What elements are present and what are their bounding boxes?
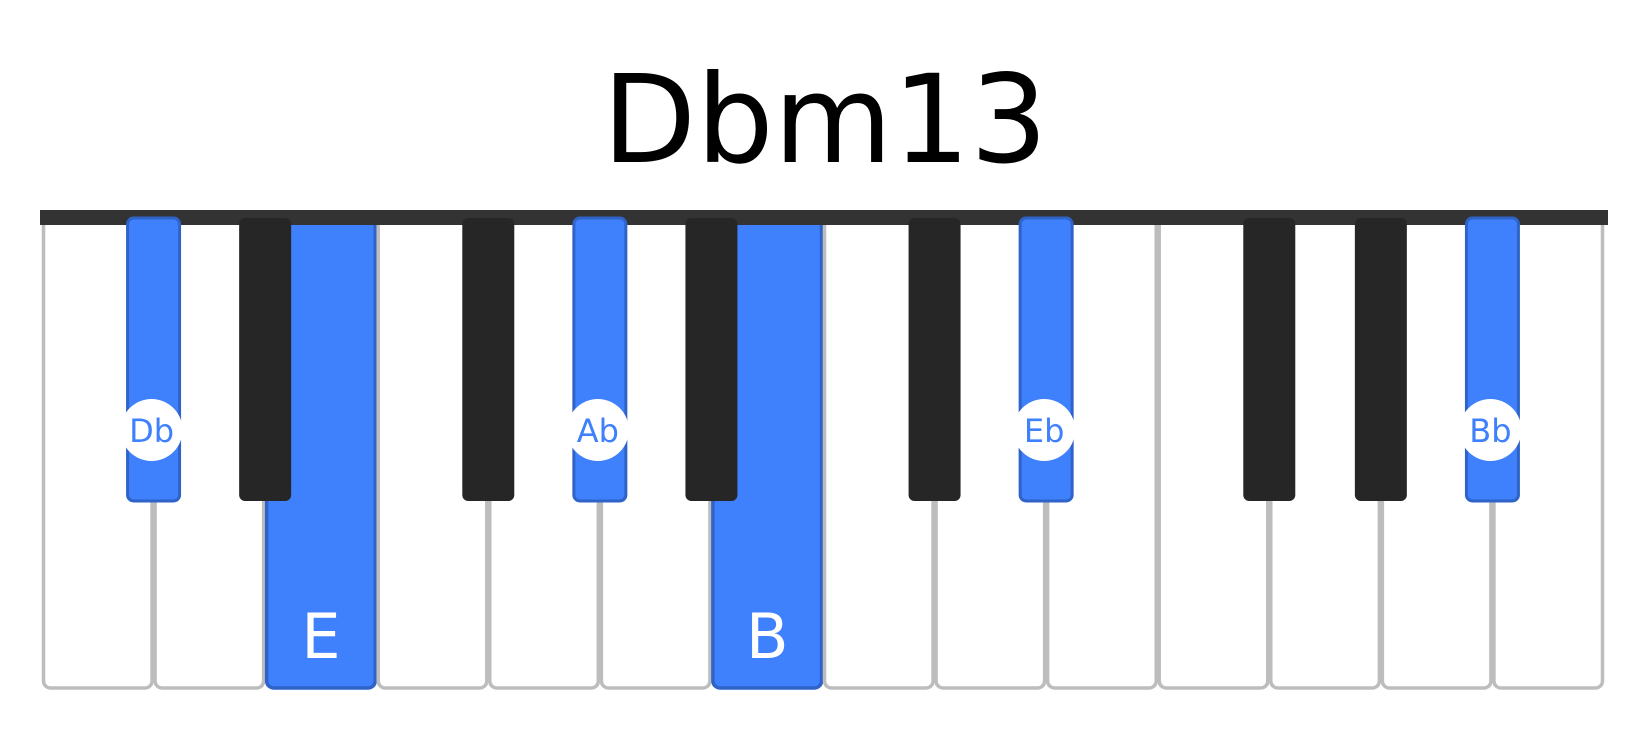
piano-keyboard: E B Db Ab Eb Bb <box>40 210 1608 690</box>
chord-title: Dbm13 <box>602 49 1047 191</box>
black-key-body <box>1354 218 1407 501</box>
black-key-bb: Bb <box>1459 216 1522 503</box>
black-key-body <box>239 218 292 501</box>
black-key-bb <box>685 218 738 501</box>
note-label: Ab <box>577 412 619 450</box>
black-key-body <box>685 218 738 501</box>
note-label: Eb <box>1024 412 1065 450</box>
keyboard-top-bar <box>40 210 1608 225</box>
black-keys: Db Ab Eb Bb <box>120 216 1522 503</box>
keyboard-top-bar-group <box>40 210 1608 225</box>
black-key-gb <box>462 218 515 501</box>
black-key-body <box>462 218 515 501</box>
black-key-ab <box>1354 218 1407 501</box>
note-label: E <box>301 600 340 673</box>
black-key-body <box>1243 218 1296 501</box>
note-label: Db <box>129 412 174 450</box>
black-key-eb: Eb <box>1013 216 1076 503</box>
black-key-body <box>908 218 961 501</box>
note-label: B <box>746 600 789 673</box>
black-key-ab: Ab <box>566 216 629 503</box>
black-key-db: Db <box>120 216 183 503</box>
black-key-gb <box>1243 218 1296 501</box>
black-key-eb <box>239 218 292 501</box>
black-key-db <box>908 218 961 501</box>
note-label-badge <box>1459 399 1522 461</box>
note-label-badge <box>120 399 183 461</box>
note-label: Bb <box>1469 412 1511 450</box>
note-label-badge <box>566 399 629 461</box>
note-label-badge <box>1013 399 1076 461</box>
